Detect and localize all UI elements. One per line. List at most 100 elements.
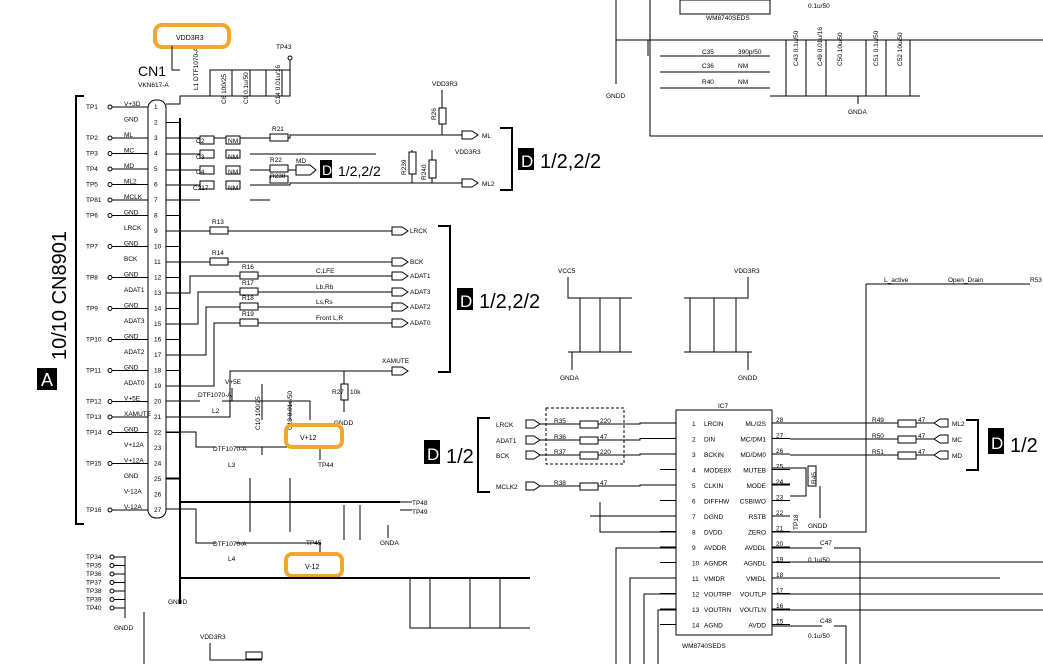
tp-dot [107,306,113,311]
connector-pin-row: ADAT2 17 [124,349,162,359]
pin-signal: GND [124,272,139,279]
svg-text:D: D [460,292,472,311]
ic-right-pin-number: 15 [776,619,784,626]
tp-stack-label: TP37 [86,580,102,587]
pin-number: 1 [154,104,158,111]
pin-signal: GND [124,210,139,217]
ref-dac-in: 1/2 [446,446,474,468]
svg-text:R18: R18 [242,295,254,302]
v-plus12-highlight [284,423,344,449]
ref-dac-out: 1/2 [1010,435,1038,457]
tp-dot [107,507,113,513]
pin-signal: MD [124,163,134,170]
svg-text:NM: NM [738,63,748,70]
svg-text:C43 0.1u/50: C43 0.1u/50 [793,30,800,66]
tp-dot [107,166,113,172]
pin-signal: MC [124,148,134,155]
ic-pin-number: 13 [692,607,700,614]
pin-signal: GND [124,303,139,310]
svg-text:C47: C47 [820,540,832,547]
pin-number: 8 [154,213,158,220]
ic-pin-name: AVDD [748,623,766,630]
svg-text:C14 0.01u/16: C14 0.01u/16 [275,65,282,104]
ic-pin-name: VOUTRN [704,607,732,614]
tp-dot [107,244,113,249]
svg-text:Front L,R: Front L,R [316,315,343,322]
v-plus12-label: V+12 [300,435,317,442]
ic-output-signal: ML2 [952,421,965,428]
tp-stack-dot [109,580,115,585]
pin-signal: MCLK [124,194,143,201]
ic-right-pin-number: 20 [776,541,784,548]
svg-text:GNDD: GNDD [168,599,187,606]
pin-signal: LRCK [124,225,142,232]
tp-label: TP81 [86,197,102,204]
ic-pin-name: AVDDL [745,545,767,552]
pin-signal: ADAT2 [124,349,145,356]
input-resistor-ref: R36 [554,434,566,441]
tp-dot [107,368,113,373]
tp-label: TP8 [86,275,98,282]
tp-stack-label: TP36 [86,571,102,578]
svg-text:C52 10u/50: C52 10u/50 [897,32,904,66]
input-resistor-value: 220 [600,449,611,456]
tp-label: TP4 [86,166,98,173]
tp-dot [107,104,113,110]
cn1-label: CN1 [138,63,166,79]
ref-md: 1/2,2/2 [338,163,381,179]
svg-text:GNDD: GNDD [334,420,353,427]
marker-a: A [41,370,53,390]
output-resistor-value: 47 [918,433,926,440]
svg-text:C,LFE: C,LFE [316,268,335,275]
ic-pin-name: MODE [747,483,767,490]
pin-number: 16 [154,337,162,344]
ic-pin-number: 3 [692,452,696,459]
input-resistor [579,482,599,491]
svg-text:R40: R40 [702,79,714,86]
pin-number: 17 [154,352,162,359]
svg-text:C3: C3 [196,154,205,161]
pin-number: 23 [154,445,162,452]
vdd3r3-top-label: VDD3R3 [176,35,204,42]
ic-pin-number: 6 [692,499,696,506]
svg-text:R53: R53 [1030,277,1042,284]
tp-dot [107,213,113,218]
ic-pin-number: 10 [692,561,700,568]
pin-signal: V+5E [124,396,141,403]
svg-text:VDD3R3: VDD3R3 [734,268,760,275]
svg-text:R45: R45 [811,472,818,484]
svg-text:C2: C2 [196,138,205,145]
ic-right-pin-number: 21 [776,526,784,533]
tp-label: TP5 [86,182,98,189]
input-resistor-ref: R35 [554,418,566,425]
tp-dot [107,461,113,466]
svg-text:NM: NM [228,185,238,192]
tp-label: TP3 [86,151,98,158]
pin-signal: GND [124,334,139,341]
svg-text:R240: R240 [421,164,428,180]
svg-text:TP18: TP18 [793,514,800,530]
tp-label: TP9 [86,306,98,313]
pin-signal: GND [124,365,139,372]
svg-text:NM: NM [228,154,238,161]
tp-dot [107,430,113,435]
svg-text:ML2: ML2 [482,181,495,188]
input-resistor-ref: R37 [554,449,566,456]
tp-stack-label: TP40 [86,605,102,612]
svg-text:WM8740SEDS: WM8740SEDS [706,15,750,22]
svg-text:ML: ML [482,133,491,140]
svg-text:C9 0.1u/50: C9 0.1u/50 [243,72,250,104]
tp-stack-dot [109,588,115,594]
svg-text:VDD3R3: VDD3R3 [432,81,458,88]
